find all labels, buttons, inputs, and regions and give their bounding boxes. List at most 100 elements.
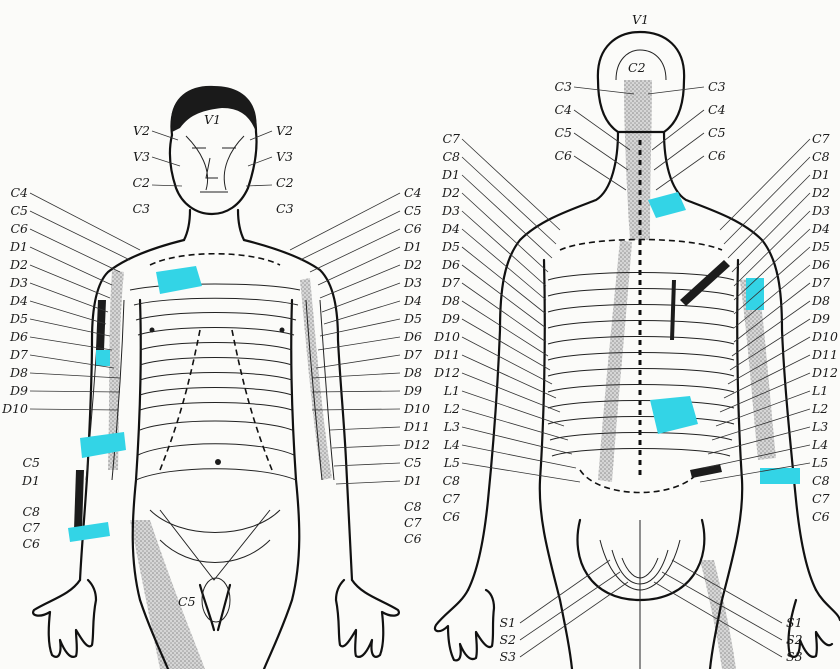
dermatome-label: D1 (9, 239, 28, 254)
front-highlight-shoulder (156, 266, 202, 294)
front-right-hand (336, 580, 399, 657)
dermatome-label: D12 (403, 437, 430, 452)
dermatome-label: L1 (811, 383, 828, 398)
dermatome-label: C5 (708, 125, 726, 140)
dermatome-label: C5 (554, 125, 572, 140)
back-shade-right-leg (700, 560, 736, 669)
dermatome-label: L2 (443, 401, 460, 416)
dermatome-label: D3 (441, 203, 460, 218)
dermatome-label: C5 (404, 203, 422, 218)
dermatome-label: C5 (178, 594, 196, 609)
dermatome-label: C4 (10, 185, 28, 200)
dermatome-label: D8 (403, 365, 422, 380)
front-highlight-forearm (80, 432, 126, 458)
dermatome-label: D2 (9, 257, 28, 272)
dermatome-label: D2 (441, 185, 460, 200)
dermatome-label: L2 (811, 401, 828, 416)
dermatome-label: D6 (811, 257, 830, 272)
dermatome-label: C8 (442, 473, 460, 488)
dermatome-label: S2 (786, 632, 803, 647)
dermatome-label: D7 (811, 275, 830, 290)
dermatome-label: C7 (442, 491, 460, 506)
dermatome-label: D4 (811, 221, 830, 236)
dermatome-label: V3 (133, 149, 150, 164)
back-left-hand (435, 590, 494, 660)
dermatome-label: D10 (1, 401, 28, 416)
dermatome-label: L4 (443, 437, 460, 452)
dermatome-label: V2 (133, 123, 150, 138)
front-highlight-upper-arm (96, 350, 110, 366)
dermatome-label: C4 (404, 185, 422, 200)
back-highlight-lumbar (650, 396, 698, 434)
dermatome-label: D11 (811, 347, 838, 362)
dermatome-label: D10 (811, 329, 838, 344)
dermatome-label: C2 (132, 175, 150, 190)
dermatome-label: V3 (276, 149, 293, 164)
dermatome-label: C4 (708, 102, 726, 117)
dermatome-label: L3 (811, 419, 828, 434)
dermatome-label: C7 (404, 515, 422, 530)
dermatome-label: D1 (811, 167, 830, 182)
front-figure (30, 86, 400, 669)
dermatome-label: C7 (442, 131, 460, 146)
dermatome-label: D2 (403, 257, 422, 272)
back-left-leaders (462, 139, 580, 482)
dermatome-label: C6 (812, 509, 830, 524)
back-shade-neck (624, 80, 652, 240)
dermatome-label: L5 (443, 455, 460, 470)
dermatome-label: D12 (811, 365, 838, 380)
dermatome-label: D12 (433, 365, 460, 380)
dermatome-label: C7 (22, 520, 40, 535)
dermatome-label: D5 (811, 239, 830, 254)
dermatome-label: C3 (132, 201, 150, 216)
dermatome-label: C6 (22, 536, 40, 551)
front-left-hand (33, 580, 96, 657)
dermatome-label: S3 (499, 649, 516, 664)
dermatome-label: C8 (812, 149, 830, 164)
dermatome-label: D1 (21, 473, 40, 488)
back-shade-spine-left (598, 240, 632, 482)
dermatome-label: D5 (9, 311, 28, 326)
dermatome-label: D5 (403, 311, 422, 326)
dermatome-label: C5 (22, 455, 40, 470)
dermatome-label: L1 (443, 383, 460, 398)
dermatome-label: D3 (403, 275, 422, 290)
dermatome-label: D6 (403, 329, 422, 344)
dermatome-label: C3 (276, 201, 294, 216)
dermatome-label: D11 (433, 347, 460, 362)
dermatome-label: S1 (786, 615, 803, 630)
dermatome-label: S2 (499, 632, 516, 647)
dermatome-label: C8 (404, 499, 422, 514)
dermatome-label: C6 (404, 531, 422, 546)
dermatome-label: D1 (403, 473, 422, 488)
dermatome-label: C2 (276, 175, 294, 190)
dermatome-label: D1 (403, 239, 422, 254)
dermatome-label: D10 (403, 401, 430, 416)
dermatome-label: V2 (276, 123, 293, 138)
dermatome-label: D5 (441, 239, 460, 254)
dermatome-label: D8 (811, 293, 830, 308)
dermatome-label: C5 (10, 203, 28, 218)
dermatome-label: C6 (10, 221, 28, 236)
dermatome-label: D6 (9, 329, 28, 344)
dermatome-label: D4 (403, 293, 422, 308)
dermatome-label: D9 (811, 311, 830, 326)
dermatome-label: D4 (9, 293, 28, 308)
dermatome-label: C8 (812, 473, 830, 488)
back-figure (435, 32, 840, 669)
dermatome-label: D9 (9, 383, 28, 398)
dermatome-label: D7 (441, 275, 460, 290)
dermatome-label: L4 (811, 437, 828, 452)
dermatome-label: C6 (404, 221, 422, 236)
dermatome-label: C4 (554, 102, 572, 117)
dermatome-label: C3 (708, 79, 726, 94)
dermatome-label: C6 (442, 509, 460, 524)
back-right-leaders (700, 139, 810, 482)
dermatome-label: S3 (786, 649, 803, 664)
dermatome-label: D4 (441, 221, 460, 236)
dermatome-label: D8 (9, 365, 28, 380)
dermatome-label: C7 (812, 491, 830, 506)
dermatome-label: D7 (403, 347, 422, 362)
dermatome-label: D6 (441, 257, 460, 272)
